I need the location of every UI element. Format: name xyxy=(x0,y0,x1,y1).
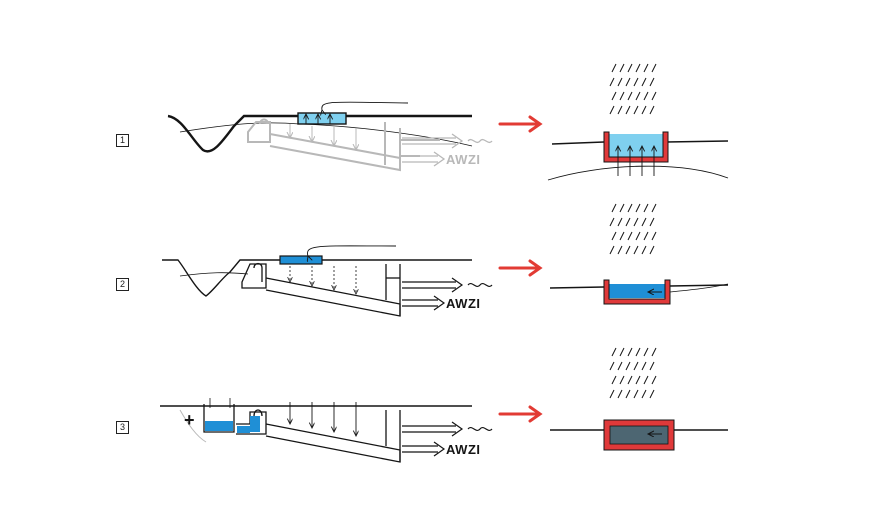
step-label-1: 1 xyxy=(116,134,129,147)
terrain-profile xyxy=(162,259,472,297)
step-label-2: 2 xyxy=(116,278,129,291)
row-3-section: + xyxy=(160,398,493,463)
detail-3 xyxy=(550,347,728,451)
rain-hatching-1 xyxy=(609,63,657,115)
transition-arrow-1 xyxy=(498,115,543,133)
rain-hatching-2 xyxy=(609,203,657,255)
buffer-water xyxy=(205,421,233,431)
rooftop-container-1 xyxy=(297,112,347,125)
transition-arrow-2 xyxy=(498,259,543,277)
row-2-section: AWZI xyxy=(162,245,493,317)
transition-arrow-3 xyxy=(498,405,543,423)
awzi-label-1: AWZI xyxy=(446,152,481,167)
detail-1 xyxy=(547,63,729,181)
row-1-section: AWZI xyxy=(167,101,493,172)
red-container-2 xyxy=(603,279,671,305)
detail-2 xyxy=(549,203,729,305)
awzi-label-3: AWZI xyxy=(446,442,481,457)
step-label-3: 3 xyxy=(116,421,129,434)
rooftop-container-2 xyxy=(279,255,323,265)
awzi-label-2: AWZI xyxy=(446,296,481,311)
red-container-1 xyxy=(603,131,669,163)
rain-hatching-3 xyxy=(609,347,657,399)
plus-sign: + xyxy=(184,410,195,430)
terrain-profile xyxy=(167,114,472,153)
